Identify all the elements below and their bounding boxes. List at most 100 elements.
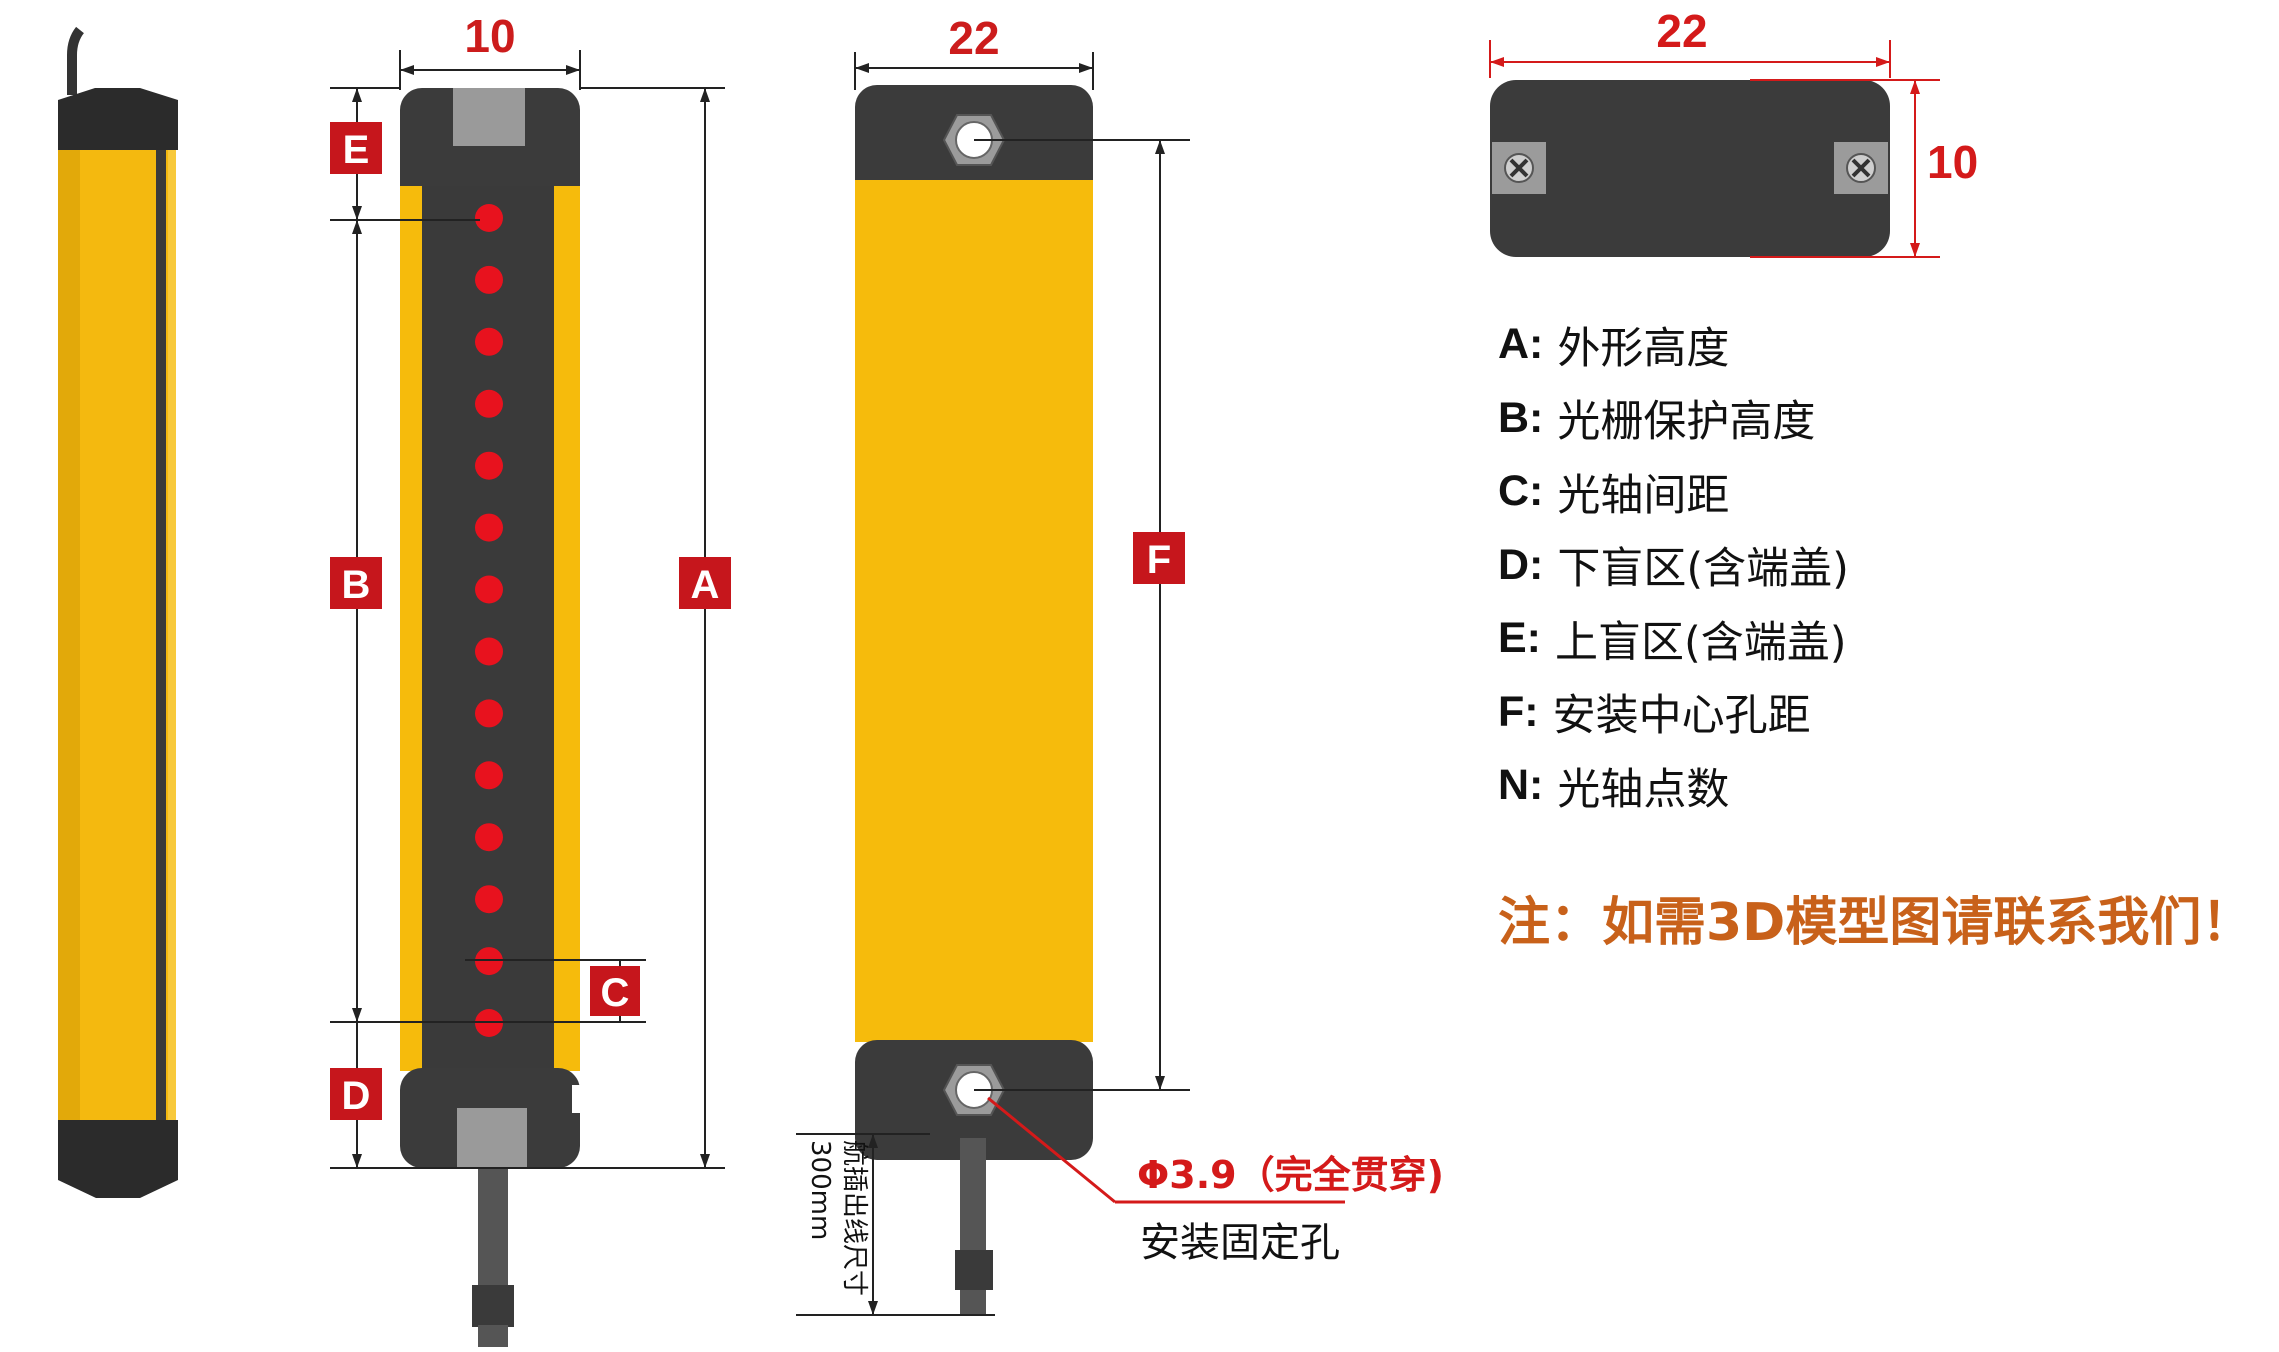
side-yellow-housing xyxy=(855,180,1093,1042)
legend-desc: 光轴间距 xyxy=(1557,470,1730,521)
top-depth-label: 10 xyxy=(1927,136,1978,188)
cable-arrow-bottom xyxy=(868,1301,878,1315)
a-arrow-top xyxy=(700,88,710,102)
tag-a-label: A xyxy=(691,563,720,607)
legend-item-d: D: 下盲区(含端盖) xyxy=(1498,529,2198,603)
legend-key: B: xyxy=(1498,393,1544,442)
led-dot xyxy=(475,947,503,976)
front-width-arrow-left xyxy=(400,65,414,75)
led-dot xyxy=(475,389,503,418)
legend-key: F: xyxy=(1498,687,1539,736)
legend-desc: 光轴点数 xyxy=(1557,764,1730,815)
a-arrow-bottom xyxy=(700,1154,710,1168)
perspective-top-cap xyxy=(58,88,178,150)
top-width-label: 22 xyxy=(1656,5,1707,57)
screw-right-cross-icon xyxy=(1851,158,1871,178)
f-arrow-bottom xyxy=(1155,1076,1165,1090)
led-dot xyxy=(475,204,503,232)
side-cable xyxy=(960,1138,986,1250)
legend-desc: 上盲区(含端盖) xyxy=(1555,617,1847,668)
tag-b-label: B xyxy=(342,563,371,607)
tag-d-label: D xyxy=(342,1074,371,1118)
perspective-cable xyxy=(67,26,85,95)
tag-c-label: C xyxy=(601,971,630,1015)
side-width-arrow-right xyxy=(1079,63,1093,73)
f-arrow-top xyxy=(1155,140,1165,154)
legend-desc: 光栅保护高度 xyxy=(1557,397,1816,448)
led-dot xyxy=(475,885,503,914)
contact-note: 注：如需3D模型图请联系我们！ xyxy=(1498,893,2254,953)
legend-desc: 外形高度 xyxy=(1557,323,1730,374)
legend-key: E: xyxy=(1498,614,1541,663)
led-dot xyxy=(475,451,503,480)
hole-leader-diag xyxy=(987,1096,1116,1204)
tag-f xyxy=(1133,532,1185,584)
cable-caption-line2: 300mm xyxy=(805,1140,835,1240)
perspective-slot xyxy=(156,150,166,1120)
e-arrow-top xyxy=(352,88,362,102)
front-lens-window xyxy=(422,186,554,1071)
tag-b xyxy=(330,557,382,609)
perspective-body-shade xyxy=(58,150,80,1120)
front-cable-boot xyxy=(472,1285,514,1327)
legend-key: N: xyxy=(1498,761,1544,810)
led-dot xyxy=(475,265,503,294)
front-cable-end xyxy=(478,1325,508,1347)
front-bottom-mark xyxy=(572,1085,582,1113)
legend-item-a: A: 外形高度 xyxy=(1498,308,2198,382)
led-dot xyxy=(475,637,503,666)
led-dot xyxy=(475,327,503,356)
legend-desc: 安装中心孔距 xyxy=(1552,691,1811,742)
legend-key: C: xyxy=(1498,467,1544,516)
front-top-connector xyxy=(453,88,525,146)
front-width-arrow-right xyxy=(566,65,580,75)
hole-spec-label: Φ3.9（完全贯穿) xyxy=(1137,1153,1444,1197)
legend-desc: 下盲区(含端盖) xyxy=(1557,544,1849,595)
led-dots xyxy=(475,204,503,1037)
hole-caption: 安装固定孔 xyxy=(1140,1220,1340,1266)
front-top-cap xyxy=(400,88,580,208)
led-dot xyxy=(475,575,503,604)
front-width-label: 10 xyxy=(464,10,515,62)
top-view: 22 10 xyxy=(1489,5,1978,258)
front-cable xyxy=(478,1168,508,1286)
tag-e-label: E xyxy=(343,128,370,172)
legend-list: A: 外形高度 B: 光栅保护高度 C: 光轴间距 D: 下盲区(含端盖) E:… xyxy=(1498,308,2198,823)
perspective-highlight xyxy=(168,150,176,1120)
top-width-arrow-left xyxy=(1490,57,1504,67)
legend-item-e: E: 上盲区(含端盖) xyxy=(1498,602,2198,676)
legend-item-n: N: 光轴点数 xyxy=(1498,749,2198,823)
legend-key: D: xyxy=(1498,540,1544,589)
legend-item-b: B: 光栅保护高度 xyxy=(1498,382,2198,456)
led-dot xyxy=(475,823,503,852)
tag-f-label: F xyxy=(1147,538,1171,582)
perspective-bottom-cap xyxy=(58,1120,178,1198)
d-arrow-bottom xyxy=(352,1154,362,1168)
top-depth-arrow-bottom xyxy=(1910,243,1920,257)
side-cable-end xyxy=(960,1290,986,1315)
b-arrow-top xyxy=(352,220,362,234)
led-dot xyxy=(475,513,503,542)
led-dot xyxy=(475,699,503,728)
side-cable-boot xyxy=(955,1250,993,1290)
top-view-body xyxy=(1490,80,1890,257)
legend-item-f: F: 安装中心孔距 xyxy=(1498,676,2198,750)
b-arrow-bottom xyxy=(352,1008,362,1022)
side-width-label: 22 xyxy=(948,12,999,64)
side-width-arrow-left xyxy=(855,63,869,73)
front-view: 10 E B D xyxy=(330,10,731,1347)
tag-e xyxy=(330,122,382,174)
tag-d xyxy=(330,1068,382,1120)
front-bottom-connector xyxy=(457,1108,527,1168)
screw-left-cross-icon xyxy=(1509,158,1529,178)
tag-a xyxy=(679,557,731,609)
cable-caption-line1: 航插出线尺寸 xyxy=(839,1140,869,1296)
cable-arrow-top xyxy=(868,1134,878,1148)
tag-c xyxy=(590,966,640,1016)
legend-item-c: C: 光轴间距 xyxy=(1498,455,2198,529)
top-width-arrow-right xyxy=(1876,57,1890,67)
side-view: 22 F 航插出线尺寸 300mm Φ3.9（完全贯穿) xyxy=(796,12,1444,1316)
legend-key: A: xyxy=(1498,320,1544,369)
perspective-view xyxy=(58,26,178,1198)
